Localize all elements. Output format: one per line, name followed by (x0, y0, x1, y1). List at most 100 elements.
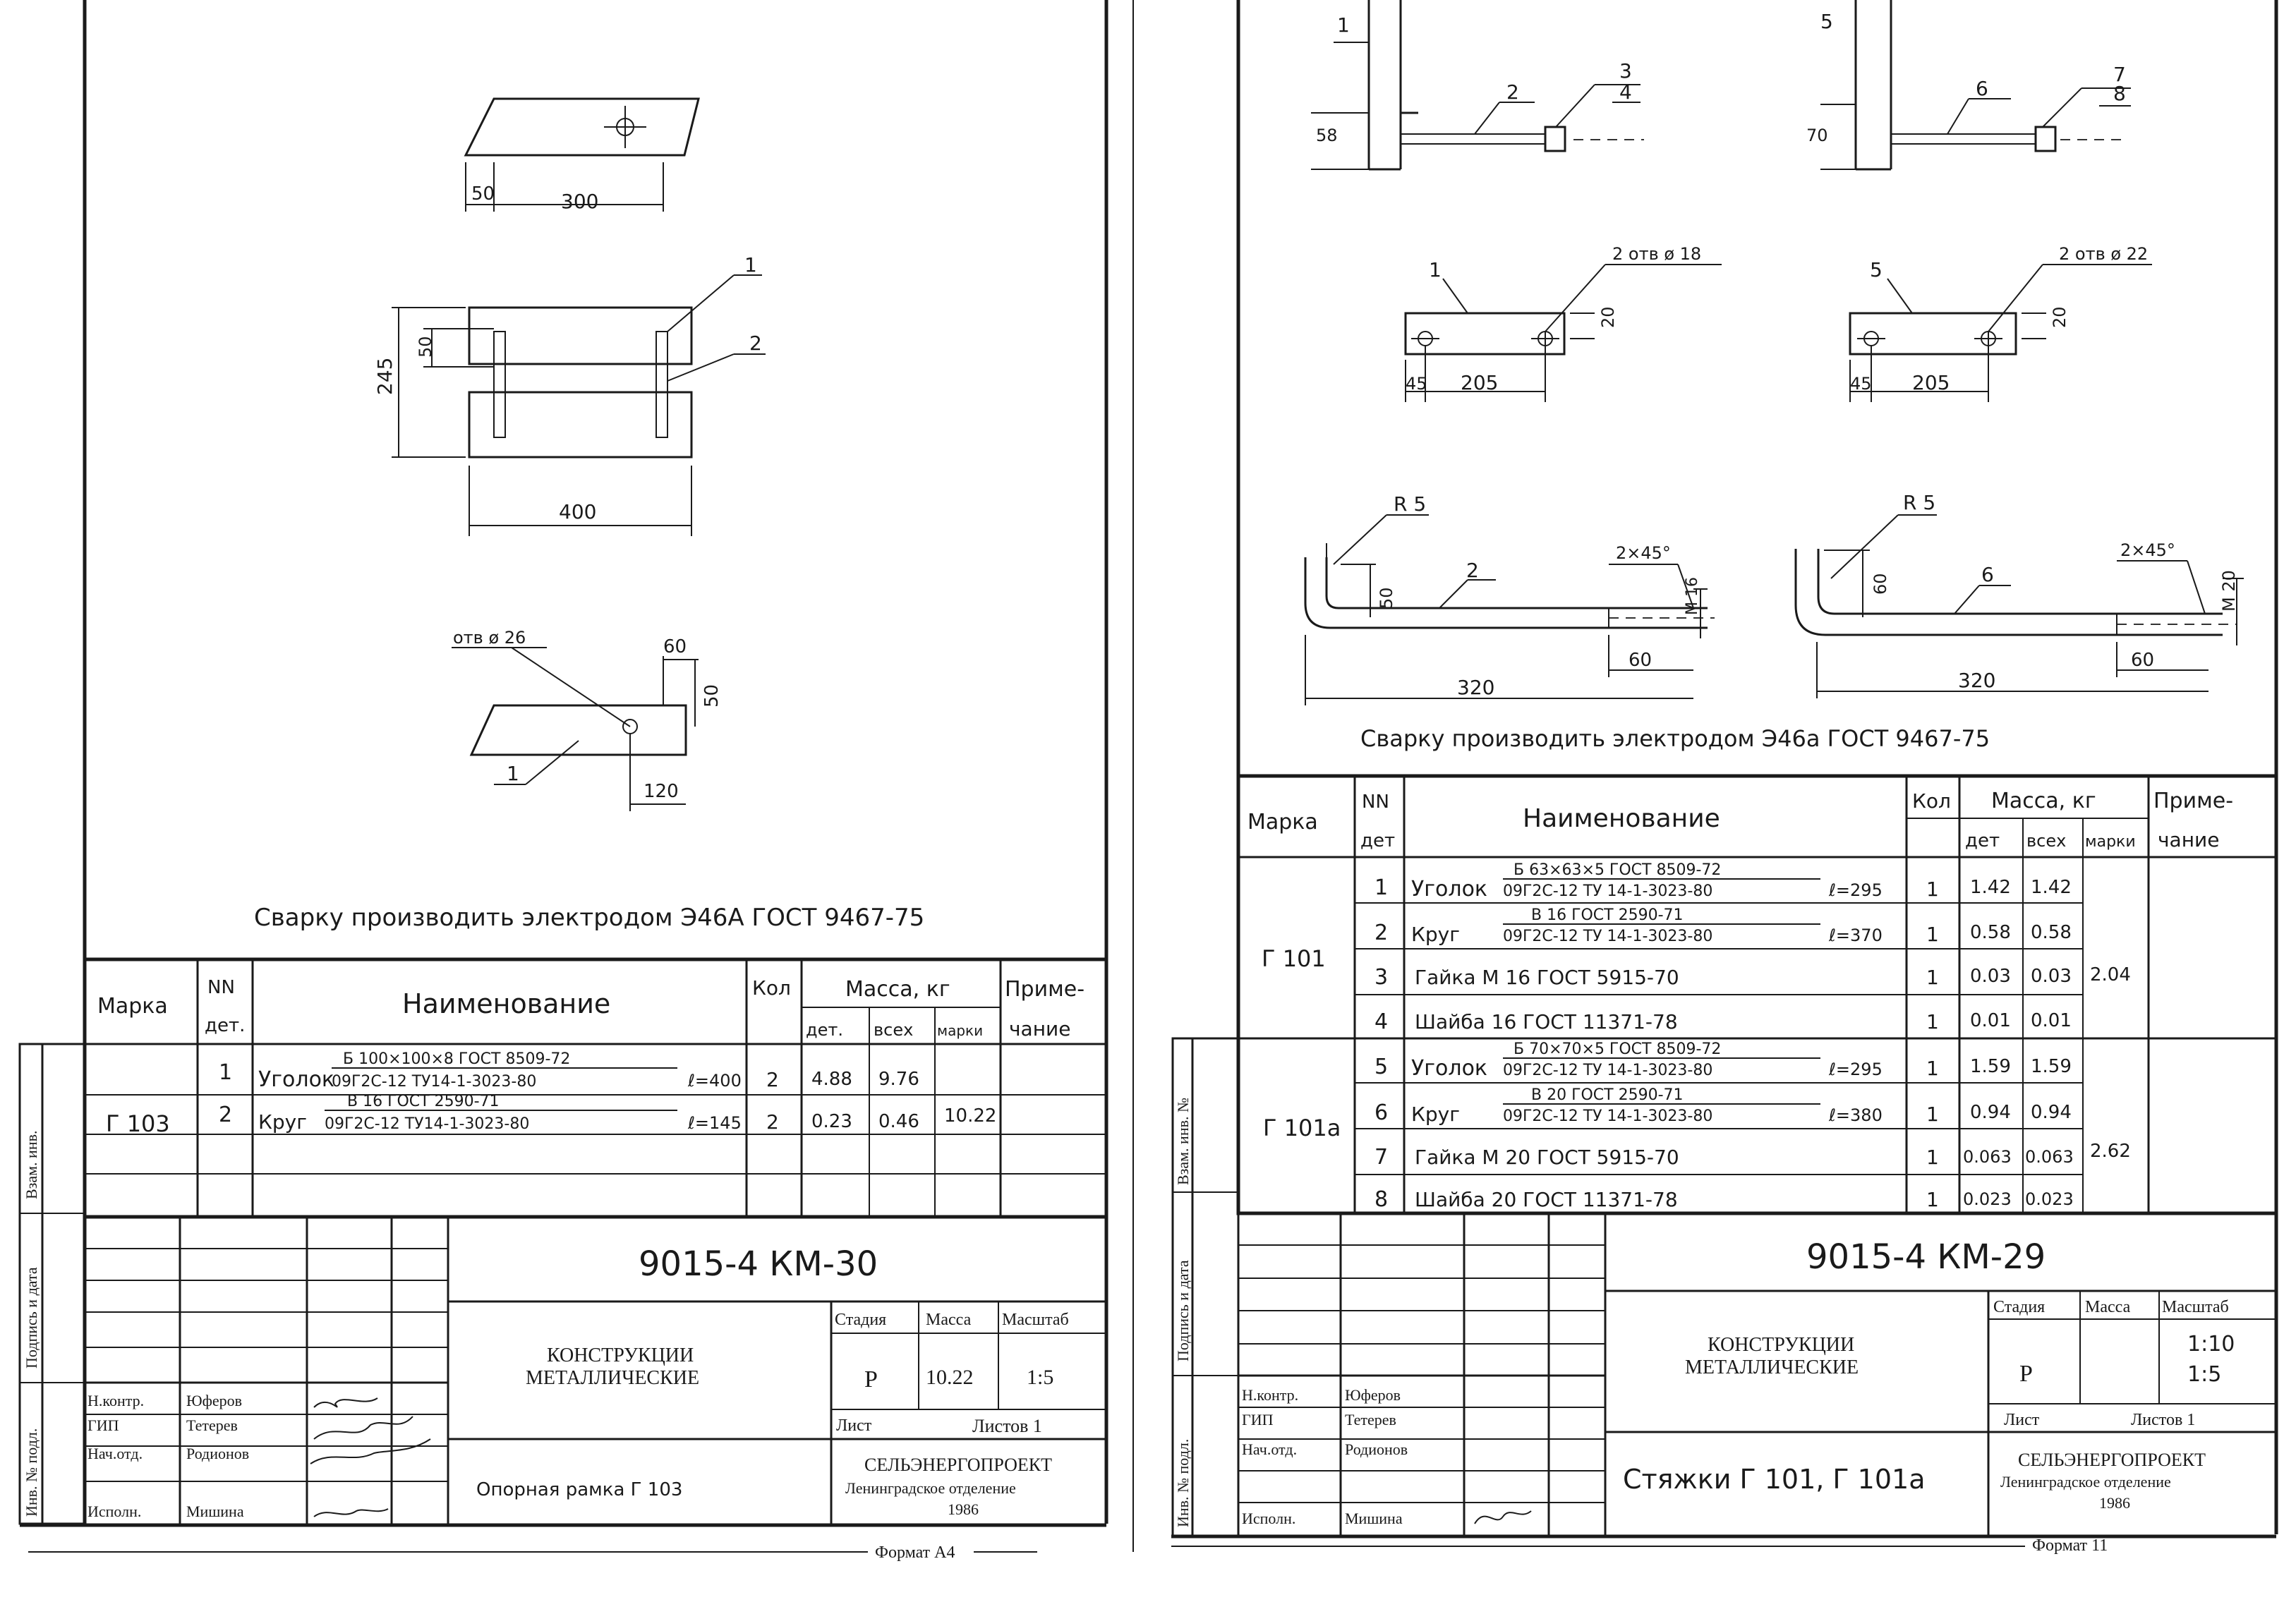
dim-205-b: 205 (1912, 371, 1950, 394)
radius-r5: R 5 (1394, 492, 1426, 516)
dim-205: 205 (1461, 371, 1498, 394)
role-name: Юферов (186, 1392, 242, 1409)
mark-mass: 10.22 (944, 1105, 996, 1127)
dim-60-bolt-b: 60 (1871, 573, 1890, 595)
row-all: 0.94 (2031, 1102, 2072, 1123)
org-branch: Ленинградское отделение (845, 1479, 1016, 1497)
thread-m16: М 16 (1684, 577, 1701, 615)
row-n: 3 (1374, 965, 1388, 990)
row-det: 1.42 (1970, 877, 2011, 898)
row-n: 6 (1374, 1100, 1388, 1125)
side-label-b: Подпись и дата (23, 1267, 40, 1369)
org-name-r: СЕЛЬЭНЕРГОПРОЕКТ (2018, 1450, 2206, 1470)
org-branch-r: Ленинградское отделение (2000, 1473, 2171, 1491)
row-all: 0.01 (2031, 1010, 2072, 1031)
callout-5-top: 1 (1337, 13, 1350, 37)
role-name: Тетерев (186, 1416, 238, 1434)
sheet-label: Лист (836, 1416, 872, 1435)
th-mark: Марка (97, 994, 168, 1019)
spec-table-left: Марка NN дет. Наименование Кол Масса, кг… (83, 957, 1108, 1219)
row-all: 0.023 (2025, 1189, 2074, 1209)
dim-50-c: 50 (701, 684, 723, 708)
thread-m20: М 20 (2219, 570, 2239, 612)
left-sheet: 50 300 245 50 400 1 2 (18, 0, 1134, 1562)
radius-r5-b: R 5 (1903, 491, 1935, 514)
row-item: Гайка М 16 ГОСТ 5915-70 (1415, 966, 1679, 989)
row-spec2: 09Г2С-12 ТУ 14-1-3023-80 (1503, 1062, 1712, 1079)
role-label: Н.контр. (1242, 1386, 1298, 1404)
row-spec1: Б 63×63×5 ГОСТ 8509-72 (1513, 861, 1721, 879)
row-det: 1.59 (1970, 1056, 2011, 1077)
dim-58: 58 (1316, 126, 1338, 145)
title-block-left: 9015-4 КМ-30 КОНСТРУКЦИИ МЕТАЛЛИЧЕСКИЕ С… (28, 1215, 1106, 1562)
detail-angle-elevation: 50 300 (464, 97, 700, 213)
mark-g103: Г 103 (106, 1110, 170, 1137)
row-qty: 2 (766, 1068, 779, 1091)
stage-value-r: Р (2019, 1361, 2033, 1387)
spec-table-right: Марка NN дет Наименование Кол Масса, кг … (1236, 774, 2278, 1215)
role-label: Нач.отд. (87, 1445, 143, 1462)
row-det: 4.88 (811, 1069, 852, 1090)
drawing-title: Опорная рамка Г 103 (476, 1479, 682, 1500)
row-n: 4 (1374, 1009, 1388, 1034)
signature (313, 1416, 413, 1440)
role-name: Мишина (186, 1503, 244, 1520)
callout-7: 7 (2113, 63, 2126, 86)
stamp-title-1-r: КОНСТРУКЦИИ (1708, 1334, 1854, 1356)
row-n: 2 (219, 1103, 232, 1127)
row-n: 1 (219, 1060, 232, 1085)
row-n: 7 (1374, 1145, 1388, 1170)
role-label: Нач.отд. (1242, 1440, 1297, 1458)
th-name-r: Наименование (1523, 804, 1720, 833)
callout-2: 2 (749, 332, 762, 355)
row-qty: 1 (1926, 1057, 1939, 1080)
row-item: Уголок (1411, 1056, 1487, 1081)
row-n: 2 (1374, 921, 1388, 945)
role-name: Мишина (1345, 1510, 1403, 1527)
row-item: Шайба 20 ГОСТ 11371-78 (1415, 1188, 1678, 1211)
chamfer-1: 2×45° (1616, 543, 1671, 563)
role-label: ГИП (87, 1416, 119, 1434)
holes-18: 2 отв ø 18 (1612, 244, 1701, 264)
org-year: 1986 (948, 1500, 979, 1518)
row-item: Круг (258, 1110, 307, 1134)
row-det: 0.03 (1970, 966, 2011, 987)
th-qty-r: Кол (1912, 789, 1951, 813)
role-label: Исполн. (87, 1503, 141, 1520)
th-nn-r: NN (1362, 791, 1389, 813)
row-qty: 1 (1926, 966, 1939, 989)
angle-detail-1: 45 205 20 2 отв ø 18 1 (1404, 244, 1722, 402)
bolt-detail-2: R 5 50 2 2×45° М 16 60 320 (1304, 492, 1715, 705)
assembly-g101a: 70 7 8 6 5 (1806, 0, 2131, 171)
dim-400: 400 (559, 500, 596, 523)
row-spec1: В 16 ГОСТ 2590-71 (347, 1093, 500, 1110)
dim-50-bolt: 50 (1377, 587, 1396, 609)
role-name: Юферов (1345, 1386, 1401, 1404)
side-label-a-r: Взам. инв. № (1174, 1098, 1192, 1185)
side-label-a: Взам. инв. (23, 1131, 40, 1200)
row-qty: 1 (1926, 1103, 1939, 1126)
row-spec1: В 20 ГОСТ 2590-71 (1531, 1086, 1684, 1104)
assembly-g101: 58 3 4 2 1 (1311, 0, 1644, 171)
signature (313, 1397, 378, 1408)
row-item: Гайка М 20 ГОСТ 5915-70 (1415, 1146, 1679, 1169)
mark-mass-g101a: 2.62 (2090, 1141, 2131, 1162)
row-n: 5 (1374, 1055, 1388, 1079)
scale-value-2: 1:5 (2187, 1362, 2221, 1387)
callout-5-plate: 5 (1870, 258, 1883, 281)
scale-header-r: Масштаб (2162, 1298, 2229, 1316)
th-note-2: чание (1009, 1017, 1070, 1040)
holes-22: 2 отв ø 22 (2059, 244, 2148, 264)
row-item: Круг (1411, 1103, 1460, 1126)
th-det: дет. (205, 1015, 245, 1036)
dim-45: 45 (1406, 374, 1427, 394)
callout-1-plate: 1 (1429, 258, 1442, 281)
callout-5-top-b: 5 (1820, 10, 1833, 33)
th-mark-r: Марка (1247, 810, 1318, 835)
sheet-label-r: Лист (2004, 1411, 2040, 1429)
title-block-right: 9015-4 КМ-29 КОНСТРУКЦИИ МЕТАЛЛИЧЕСКИЕ С… (1171, 1211, 2276, 1555)
callout-1-b: 1 (507, 762, 519, 785)
row-n: 8 (1374, 1187, 1388, 1212)
dim-300: 300 (561, 190, 598, 213)
drawing-title-r: Стяжки Г 101, Г 101а (1623, 1464, 1926, 1495)
